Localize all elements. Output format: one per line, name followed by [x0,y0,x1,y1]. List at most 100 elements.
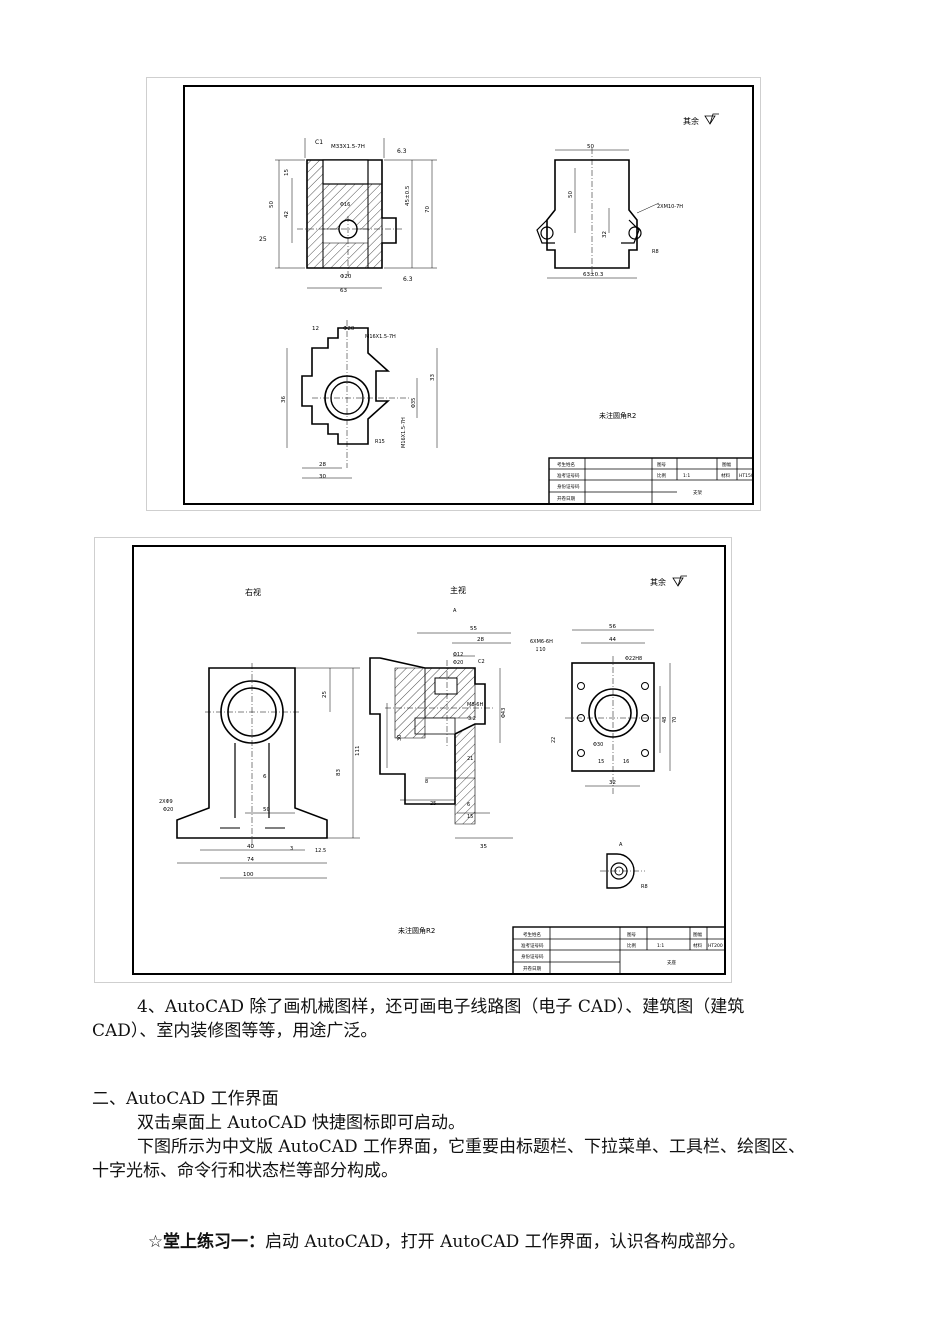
dim-plan-33: 33 [430,374,436,381]
dim-m-55: 55 [470,626,477,632]
dim-15: 15 [284,169,290,176]
dim-s-thread: 6XM6-6H [530,639,553,645]
dim-m-m8: M8-6H [467,702,483,708]
dim-side-thread: 2XM10-7H [657,204,683,210]
dim-phi16: Φ16 [340,202,350,208]
tb-part-name: 支座 [667,959,676,966]
tb-material: HT200 [708,943,723,949]
dim-r-83: 83 [336,769,342,776]
dim-m-35: 35 [480,844,487,850]
tb-part-name: 支架 [693,489,702,496]
dim-side-r8: R8 [652,249,659,255]
dim-s-56: 56 [609,624,616,630]
dim-r-125: 12.5 [315,848,326,854]
tb-row-1: 考生姓名 [523,931,541,938]
dim-m-c2: C2 [478,659,485,665]
dim-thread-top: M33X1.5-7H [331,144,365,150]
fillet-note: 未注圆角R2 [599,411,636,420]
tb-row-3: 身份证号码 [557,483,580,490]
tb-row-1: 考生姓名 [557,461,575,468]
dim-m-phi20: Φ20 [453,660,463,666]
dim-plan-36: 36 [281,396,287,403]
roughness-note: 其余 [650,577,666,587]
dim-s-phi22: Φ22H8 [625,656,642,662]
dim-m-a: A [453,608,457,614]
detail-r8: R8 [641,884,648,890]
exercise-text: 启动 AutoCAD，打开 AutoCAD 工作界面，认识各构成部分。 [265,1232,746,1252]
dim-plan-12: 12 [312,326,319,332]
dim-s-16: 16 [623,759,629,765]
side-view [536,148,660,279]
dim-50: 50 [269,201,275,208]
dim-m-28: 28 [477,637,484,643]
tb-material-label: 材料 [693,942,702,949]
paragraph-4-line2: CAD）、室内装修图等等，用途广泛。 [92,1021,378,1041]
detail-label: A [619,842,623,848]
section-heading-2: 二、AutoCAD 工作界面 [92,1089,279,1109]
dim-m-21: 21 [467,756,473,762]
dim-m-8: 8 [425,779,428,785]
dim-plan-30: 30 [319,474,326,480]
side-view [565,629,671,796]
dim-m-6: 6 [467,802,470,808]
tb-sheet: 图幅 [693,931,702,938]
dim-c1: C1 [315,139,323,146]
plan-view [286,320,438,479]
tb-sheet: 图幅 [722,461,731,468]
dim-s-15: 15 [598,759,604,765]
dim-63: 63 [340,288,347,294]
dim-m-15: 15 [467,814,473,820]
dim-m-32: 3.2 [468,716,476,722]
view-label-main: 主视 [450,585,466,595]
roughness-note: 其余 [683,116,699,126]
exercise-line: ☆堂上练习一：启动 AutoCAD，打开 AutoCAD 工作界面，认识各构成部… [137,1206,746,1254]
dim-m-30: 30 [397,735,403,741]
tb-scale-label: 比例 [627,942,636,949]
dim-r-100: 100 [243,872,254,878]
dim-plan-m16: M16X1.5-7H [401,417,407,448]
tb-material: HT150 [739,473,754,479]
dim-70: 70 [425,206,431,213]
fillet-note: 未注圆角R2 [398,926,435,935]
tb-drawing-no: 图号 [657,462,666,468]
dim-plan-r15: R15 [375,439,385,445]
dim-r-50: 50 [263,807,270,813]
dim-side-50: 50 [587,144,594,150]
right-view [176,663,360,879]
tb-row-4: 开卷日期 [557,495,575,502]
dim-42: 42 [284,211,290,218]
dim-r-74: 74 [247,857,254,863]
dim-roughness-a: 6.3 [397,148,407,155]
intro-line1: 下图所示为中文版 AutoCAD 工作界面，它重要由标题栏、下拉菜单、工具栏、绘… [137,1137,806,1157]
tb-row-2: 准考证号码 [557,472,580,479]
title-block [512,926,726,975]
dim-r-3: 3 [290,846,293,852]
dim-roughness-25: 25 [259,236,267,243]
engineering-drawing-2: 右视 主视 其余 25 111 83 6 50 40 74 100 [94,537,732,983]
tb-row-3: 身份证号码 [521,953,544,960]
dim-m-phi43: Φ43 [501,708,507,718]
dim-r-holes: 2XΦ9 [159,799,173,805]
title-block [548,457,754,505]
dim-m-phi12: Φ12 [453,652,463,658]
dim-m-25: 25 [430,801,436,807]
tb-scale: 1:1 [657,943,664,949]
tb-row-2: 准考证号码 [521,942,544,949]
drawing-border [132,545,726,975]
dim-s-70: 70 [672,717,678,723]
main-section-view [369,632,513,839]
dim-r-111: 111 [355,746,361,757]
dim-plan-phi35: Φ35 [411,398,417,408]
dim-s-48: 48 [662,717,668,723]
front-section-view [275,138,437,289]
tb-row-4: 开卷日期 [523,965,541,972]
tb-scale-label: 比例 [657,472,666,479]
engineering-drawing-1: 其余 C1 M33X1.5-7H 6.3 50 [146,77,761,511]
dim-side-32: 32 [602,231,608,238]
intro-line2: 十字光标、命令行和状态栏等部分构成。 [92,1161,398,1181]
dim-s-phi30: Φ30 [593,742,603,748]
tb-scale: 1:1 [683,473,690,479]
dim-r-25: 25 [322,691,328,698]
dim-roughness-b: 6.3 [403,276,413,283]
startup-line: 双击桌面上 AutoCAD 快捷图标即可启动。 [137,1113,466,1133]
